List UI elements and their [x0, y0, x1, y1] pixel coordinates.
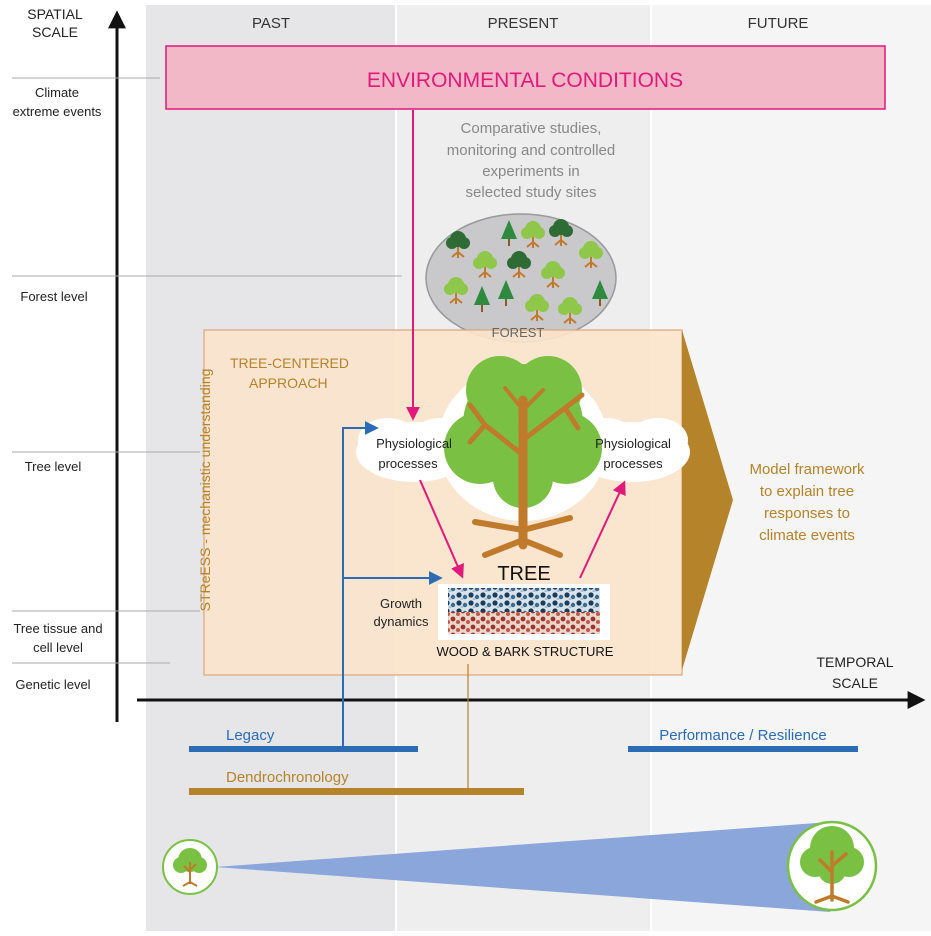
- svg-text:experiments in: experiments in: [482, 163, 580, 180]
- wood-tissue-image: [448, 588, 600, 612]
- forest-label: FOREST: [492, 325, 545, 340]
- environmental-conditions-box: [165, 45, 886, 110]
- level-tissue: cell level: [33, 640, 83, 655]
- level-tissue: Tree tissue and: [13, 621, 102, 636]
- tree-label: TREE: [497, 563, 550, 585]
- period-future: FUTURE: [748, 15, 809, 32]
- spatial-axis-label: SCALE: [32, 24, 78, 40]
- forest-tree-icon: [474, 286, 490, 312]
- svg-text:to explain tree: to explain tree: [760, 483, 854, 500]
- tree-growth-wedge: [215, 822, 830, 912]
- svg-text:processes: processes: [378, 456, 438, 471]
- level-genetic: Genetic level: [15, 677, 90, 692]
- level-climate: extreme events: [13, 104, 102, 119]
- forest-tree-icon: [521, 221, 545, 248]
- forest-tree-icon: [501, 220, 517, 246]
- growth-dynamics-label: Growth dynamics: [374, 596, 429, 629]
- svg-text:processes: processes: [603, 456, 663, 471]
- performance-resilience-label: Performance / Resilience: [659, 727, 827, 744]
- wood-bark-label: WOOD & BARK STRUCTURE: [437, 644, 614, 659]
- physiological-label-left: Physiological processes: [376, 436, 452, 471]
- legacy-connector: [342, 421, 379, 748]
- forest-tree-icon: [525, 294, 549, 321]
- period-past: PAST: [252, 15, 290, 32]
- model-framework-text: Model framework to explain tree response…: [749, 461, 865, 544]
- physiology-to-wood-arrow: [419, 479, 464, 579]
- forest-tree-icon: [446, 231, 470, 258]
- legacy-bar: [189, 746, 418, 752]
- approach-label: APPROACH: [249, 375, 328, 391]
- forest-tree-icon: [549, 219, 573, 246]
- large-tree-icon: [786, 820, 878, 912]
- physiological-label-right: Physiological processes: [595, 436, 671, 471]
- forest-tree-icon: [473, 251, 497, 278]
- temporal-axis-label: TEMPORAL: [816, 654, 893, 670]
- legacy-label: Legacy: [226, 727, 275, 744]
- period-present: PRESENT: [488, 15, 559, 32]
- tree-trunk: [467, 386, 585, 558]
- forest-tree-icon: [541, 261, 565, 288]
- level-climate: Climate: [35, 85, 79, 100]
- svg-text:Model framework: Model framework: [749, 461, 865, 478]
- forest-tree-icon: [592, 280, 608, 306]
- svg-text:Physiological: Physiological: [376, 436, 452, 451]
- dendrochronology-label: Dendrochronology: [226, 769, 349, 786]
- environmental-conditions-label: ENVIRONMENTAL CONDITIONS: [367, 69, 683, 92]
- svg-text:monitoring and controlled: monitoring and controlled: [447, 142, 615, 159]
- wood-to-physiology-arrow: [579, 480, 626, 579]
- svg-text:dynamics: dynamics: [374, 614, 429, 629]
- comparative-studies-text: Comparative studies, monitoring and cont…: [447, 120, 615, 201]
- temporal-axis-label: SCALE: [832, 675, 878, 691]
- svg-text:climate events: climate events: [759, 527, 855, 544]
- forest-tree-icon: [507, 251, 531, 278]
- forest-tree-icon: [498, 280, 514, 306]
- forest-tree-icon: [579, 241, 603, 268]
- bark-tissue-image: [448, 612, 600, 634]
- forest-tree-icon: [558, 297, 582, 324]
- forest-trees: [444, 219, 608, 324]
- model-framework-chevron: [682, 330, 733, 670]
- svg-text:selected study sites: selected study sites: [466, 184, 597, 201]
- level-tree: Tree level: [25, 459, 82, 474]
- spatial-axis-label: SPATIAL: [27, 6, 83, 22]
- level-forest: Forest level: [20, 289, 87, 304]
- approach-label: TREE-CENTERED: [230, 355, 349, 371]
- svg-text:Growth: Growth: [380, 596, 422, 611]
- dendrochronology-bar: [189, 788, 524, 795]
- svg-text:Comparative studies,: Comparative studies,: [461, 120, 602, 137]
- svg-text:responses to: responses to: [764, 505, 850, 522]
- forest-tree-icon: [444, 277, 468, 304]
- performance-resilience-bar: [628, 746, 858, 752]
- svg-text:Physiological: Physiological: [595, 436, 671, 451]
- stress-mechanistic-label: STReESS - mechanistic understanding: [197, 369, 213, 612]
- small-tree-icon: [162, 839, 218, 895]
